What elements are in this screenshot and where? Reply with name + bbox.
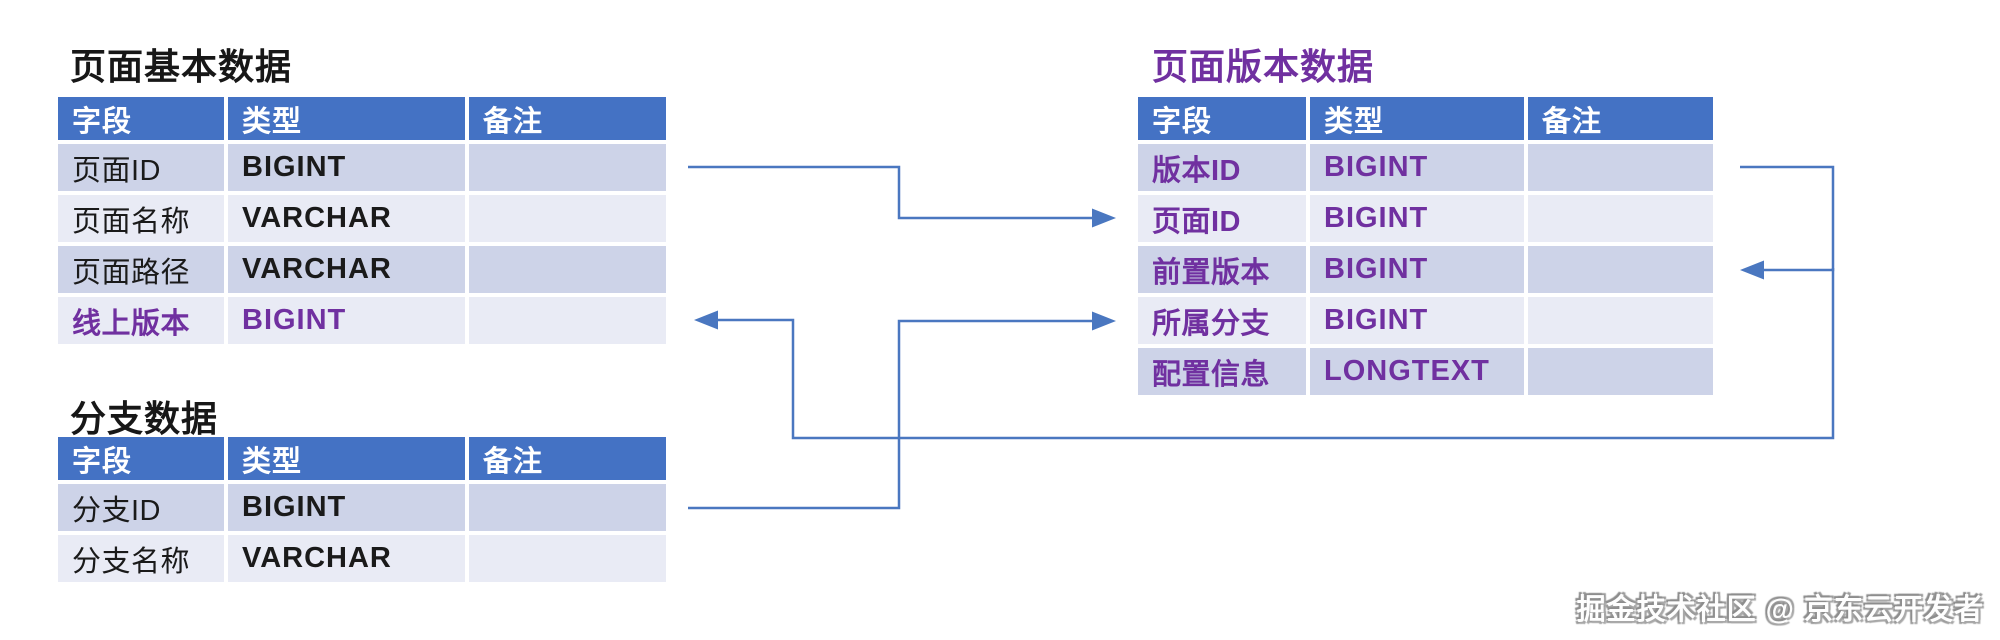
table-title-page-version: 页面版本数据 (1152, 46, 1375, 87)
cell-note (1528, 195, 1713, 242)
cell-type: VARCHAR (228, 535, 465, 582)
connector-pageid-to-version-pageid (688, 165, 1094, 220)
cell-field: 页面名称 (58, 195, 224, 242)
connector-branchid-to-branch (688, 319, 1094, 510)
arrow-left-icon (1740, 260, 1764, 280)
column-header-type: 类型 (228, 437, 465, 480)
column-header-type: 类型 (1310, 97, 1524, 140)
cell-note (469, 144, 666, 191)
table-page-basic: 字段 类型 备注 页面ID BIGINT 页面名称 VARCHAR 页面路径 V… (58, 97, 666, 344)
arrow-left-icon (694, 310, 718, 330)
cell-field: 页面路径 (58, 246, 224, 293)
cell-note (1528, 297, 1713, 344)
cell-note (469, 484, 666, 531)
cell-field: 配置信息 (1138, 348, 1306, 395)
cell-note (1528, 246, 1713, 293)
cell-field: 版本ID (1138, 144, 1306, 191)
cell-field: 页面ID (58, 144, 224, 191)
cell-type: BIGINT (1310, 297, 1524, 344)
cell-field: 线上版本 (58, 297, 224, 344)
arrow-right-icon (1092, 208, 1116, 228)
cell-note (469, 297, 666, 344)
cell-note (1528, 348, 1713, 395)
arrow-right-icon (1092, 311, 1116, 331)
cell-type: LONGTEXT (1310, 348, 1524, 395)
column-header-type: 类型 (228, 97, 465, 140)
column-header-field: 字段 (58, 437, 224, 480)
table-page-version: 字段 类型 备注 版本ID BIGINT 页面ID BIGINT 前置版本 BI… (1138, 97, 1713, 395)
cell-type: VARCHAR (228, 246, 465, 293)
cell-type: VARCHAR (228, 195, 465, 242)
column-header-note: 备注 (469, 437, 666, 480)
cell-note (469, 535, 666, 582)
column-header-note: 备注 (469, 97, 666, 140)
watermark-text: 掘金技术社区 @ 京东云开发者 (1576, 594, 1984, 626)
column-header-field: 字段 (58, 97, 224, 140)
column-header-note: 备注 (1528, 97, 1713, 140)
cell-note (469, 246, 666, 293)
cell-field: 前置版本 (1138, 246, 1306, 293)
cell-type: BIGINT (228, 297, 465, 344)
table-title-branch: 分支数据 (70, 398, 219, 439)
cell-field: 分支ID (58, 484, 224, 531)
cell-note (1528, 144, 1713, 191)
table-title-page-basic: 页面基本数据 (70, 46, 293, 87)
cell-type: BIGINT (228, 484, 465, 531)
cell-note (469, 195, 666, 242)
table-branch: 字段 类型 备注 分支ID BIGINT 分支名称 VARCHAR (58, 437, 666, 582)
cell-field: 页面ID (1138, 195, 1306, 242)
cell-type: BIGINT (1310, 144, 1524, 191)
cell-field: 分支名称 (58, 535, 224, 582)
connector-versionid-to-prev-version (1740, 165, 1835, 272)
cell-type: BIGINT (1310, 195, 1524, 242)
cell-field: 所属分支 (1138, 297, 1306, 344)
cell-type: BIGINT (1310, 246, 1524, 293)
cell-type: BIGINT (228, 144, 465, 191)
column-header-field: 字段 (1138, 97, 1306, 140)
